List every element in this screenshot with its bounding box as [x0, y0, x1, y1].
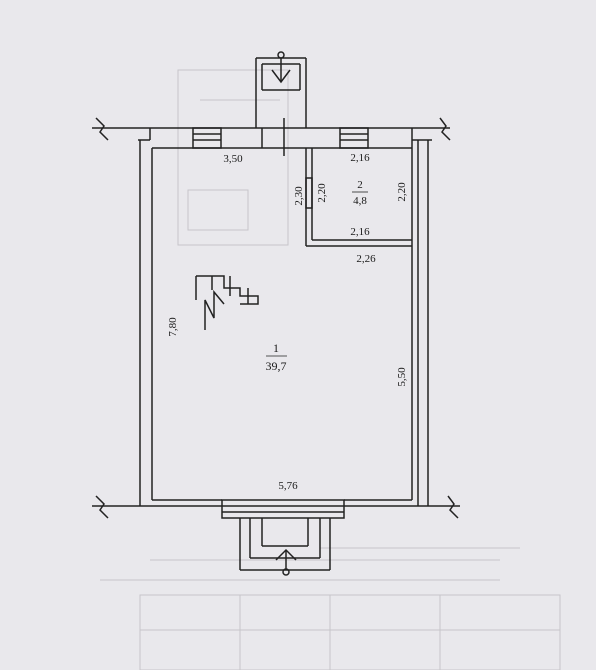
window-bottom: [221, 499, 345, 519]
room-1-number: 1: [273, 341, 279, 355]
room-labels: 1 39,7 2 4,8: [266, 179, 368, 373]
ghost-lines: [100, 69, 561, 670]
dim-below-room2: 2,26: [356, 253, 376, 265]
staircase: [195, 275, 259, 330]
dim-room2-left-inner: 2,20: [316, 183, 328, 203]
exterior-walls: [92, 117, 460, 519]
room-2-area: 4,8: [353, 195, 367, 207]
dimension-labels: 3,50 2,16 2,16 2,26 5,76 2,30 2,20 2,20 …: [167, 152, 408, 492]
dim-left-height: 7,80: [167, 317, 179, 337]
window-top-right: [339, 127, 369, 149]
dim-right-height: 5,50: [396, 367, 408, 387]
dim-room2-top: 2,16: [350, 152, 370, 164]
entrance-top: [255, 51, 307, 156]
dim-bottom-width: 5,76: [278, 480, 298, 492]
room-1-area: 39,7: [266, 359, 287, 373]
dim-top-hall-width: 3,50: [223, 153, 243, 165]
dim-room2-bottom: 2,16: [350, 226, 370, 238]
window-top-left: [192, 127, 222, 149]
room-2-number: 2: [357, 179, 363, 191]
dim-room2-left-outer: 2,30: [293, 186, 305, 206]
entrance-bottom: [239, 518, 331, 576]
room-2-partition: [305, 148, 412, 247]
dim-room2-right: 2,20: [396, 182, 408, 202]
